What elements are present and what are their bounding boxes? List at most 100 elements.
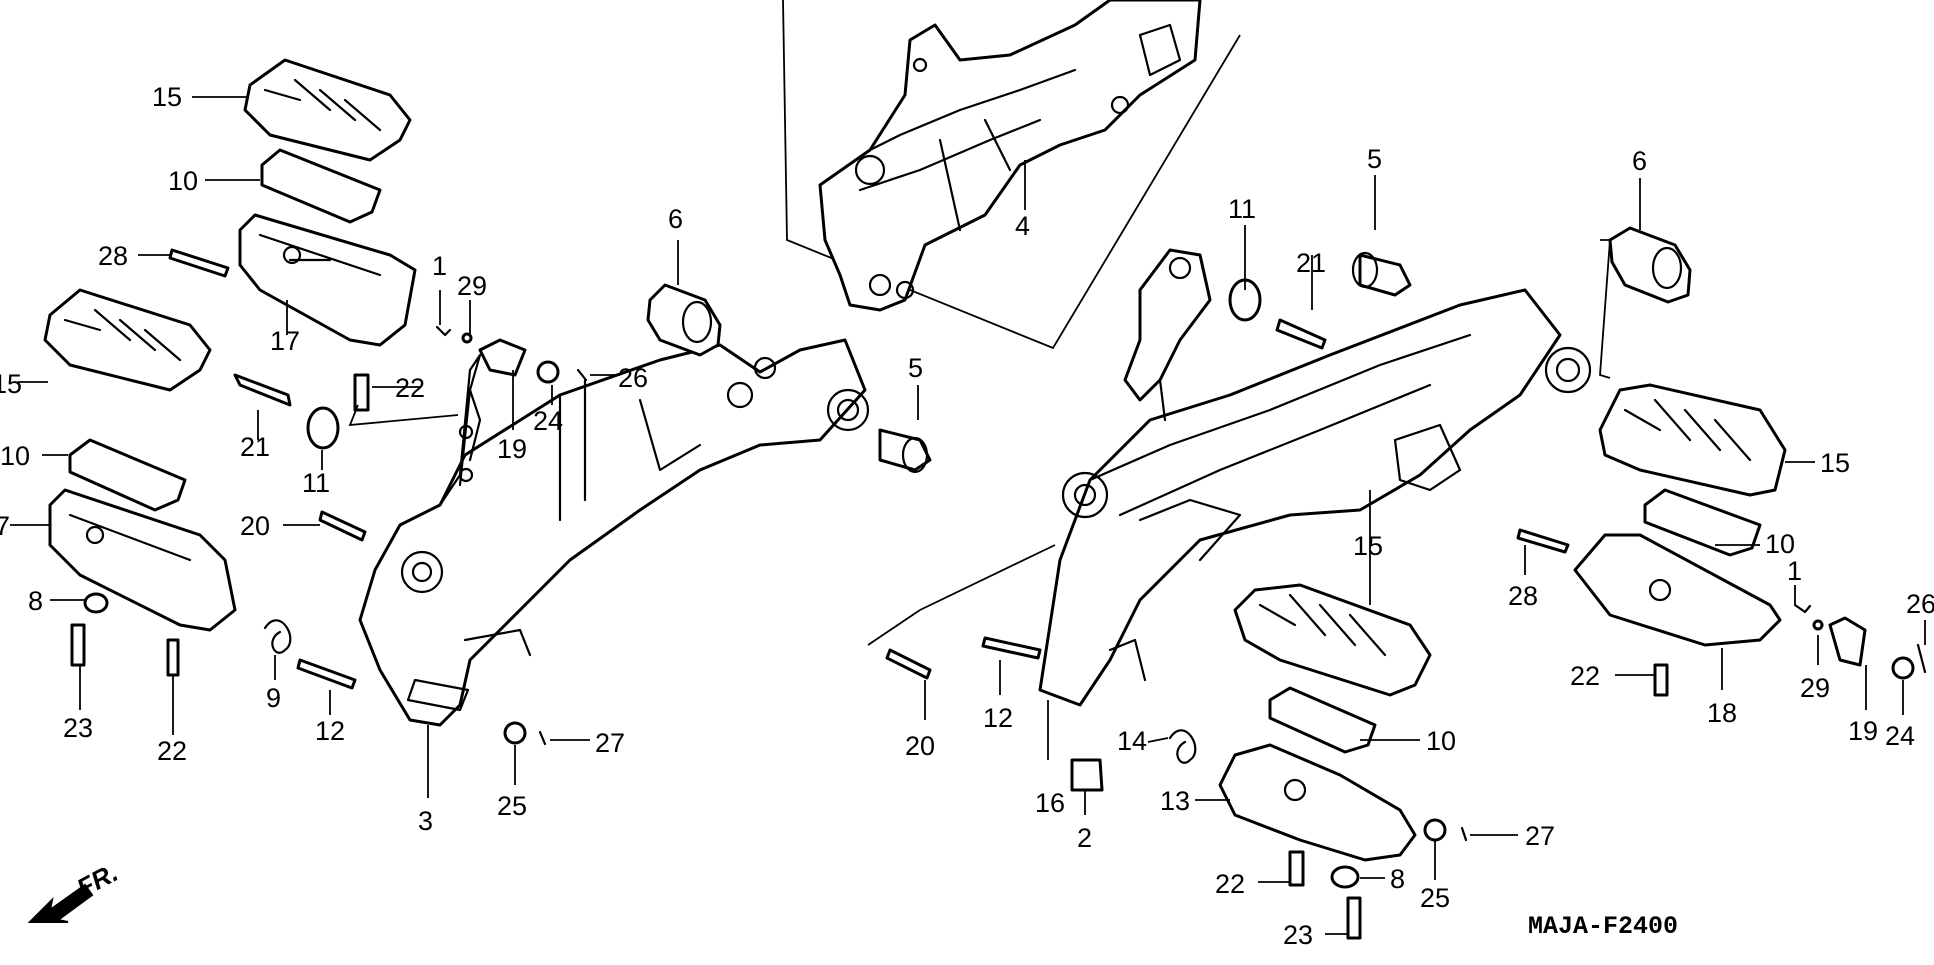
callout-28: 28: [1508, 581, 1538, 611]
collar-part-8-right[interactable]: [1330, 865, 1360, 889]
callout-14: 14: [1117, 726, 1147, 756]
footpeg-holder-part-17[interactable]: [238, 213, 417, 347]
spring-part-1-right[interactable]: [1793, 603, 1812, 614]
callout-11: 11: [302, 468, 330, 498]
bolt-part-20-right[interactable]: [885, 648, 932, 680]
callout-27: 27: [1525, 821, 1555, 851]
grommet-part-11-left[interactable]: [306, 406, 340, 450]
callout-2: 2: [1077, 823, 1092, 853]
pin-part-27-right[interactable]: [1460, 826, 1468, 842]
footpeg-rubber-part-15-b[interactable]: [43, 288, 212, 392]
callout-3: 3: [418, 806, 433, 836]
callout-26: 26: [1906, 589, 1934, 619]
plate-part-19-left[interactable]: [478, 338, 527, 377]
bolt-part-28-left[interactable]: [168, 248, 230, 278]
callout-17: 17: [270, 326, 300, 356]
collar-part-8-left[interactable]: [83, 592, 109, 614]
callout-7: 7: [0, 511, 10, 541]
arrow-icon: [27, 883, 94, 923]
callout-22: 22: [157, 736, 187, 766]
pad-plate-part-10-a[interactable]: [260, 148, 382, 224]
callout-20: 20: [905, 731, 935, 761]
ball-part-29-left[interactable]: [461, 332, 473, 344]
bolt-part-22-left-b[interactable]: [166, 638, 180, 677]
callout-26: 26: [618, 363, 648, 393]
footpeg-holder-part-18[interactable]: [1573, 533, 1782, 647]
callout-24: 24: [1885, 721, 1915, 751]
bolt-part-21-left[interactable]: [233, 373, 292, 407]
bolt-part-22-right-b[interactable]: [1288, 850, 1305, 887]
plate-part-19-right[interactable]: [1828, 616, 1867, 667]
washer-part-24-left[interactable]: [536, 360, 560, 384]
callout-23: 23: [1283, 920, 1313, 950]
pin-part-26-right[interactable]: [1916, 643, 1927, 674]
pad-plate-part-10-b[interactable]: [68, 438, 187, 512]
rubber-part-2[interactable]: [1070, 758, 1104, 792]
callout-15: 15: [0, 369, 22, 399]
callout-4: 4: [1015, 211, 1030, 241]
spring-part-14[interactable]: [1168, 729, 1197, 764]
spring-part-1-left[interactable]: [435, 325, 452, 337]
callout-1: 1: [1787, 556, 1802, 586]
pin-part-27-left[interactable]: [538, 730, 547, 746]
callout-10: 10: [1426, 726, 1456, 756]
callout-11: 11: [1228, 194, 1256, 224]
callout-25: 25: [1420, 883, 1450, 913]
callout-8: 8: [1390, 864, 1405, 894]
washer-part-24-right[interactable]: [1891, 656, 1915, 680]
footpeg-rubber-part-15-c[interactable]: [1598, 383, 1787, 497]
callout-10: 10: [168, 166, 198, 196]
pad-plate-part-10-c[interactable]: [1643, 488, 1762, 557]
collar-part-5-left[interactable]: [878, 428, 932, 474]
bolt-part-23-left[interactable]: [70, 623, 86, 667]
callout-21: 21: [240, 432, 270, 462]
callout-25: 25: [497, 791, 527, 821]
callout-28: 28: [98, 241, 128, 271]
footpeg-rubber-part-15-d[interactable]: [1233, 583, 1432, 697]
footpeg-holder-part-13[interactable]: [1218, 743, 1417, 862]
callout-27: 27: [595, 728, 625, 758]
pad-plate-part-10-d[interactable]: [1268, 686, 1377, 754]
bolt-part-12-left[interactable]: [296, 658, 357, 690]
callout-5: 5: [1367, 144, 1382, 174]
footpeg-rubber-part-15-a[interactable]: [243, 58, 412, 162]
bushing-part-6-right[interactable]: [1608, 226, 1692, 304]
washer-part-25-right[interactable]: [1423, 818, 1447, 842]
ball-part-29-right[interactable]: [1812, 619, 1824, 631]
step-holder-part-16[interactable]: [1038, 248, 1592, 760]
bolt-part-21-right[interactable]: [1275, 318, 1327, 350]
washer-part-25-left[interactable]: [503, 721, 527, 745]
step-holder-part-4[interactable]: [818, 0, 1202, 312]
callout-29: 29: [1800, 673, 1830, 703]
spring-part-9[interactable]: [263, 619, 292, 654]
bushing-part-6-left[interactable]: [646, 283, 722, 357]
bolt-part-22-left-a[interactable]: [353, 373, 370, 412]
step-holder-part-3[interactable]: [358, 338, 870, 798]
callout-19: 19: [1848, 716, 1878, 746]
callout-18: 18: [1707, 698, 1737, 728]
callout-labels: 15 10 28 1 29 17 6 15 22 26 10 21 11 19 …: [0, 82, 1934, 950]
leader-lines: [10, 96, 1926, 935]
callout-9: 9: [266, 683, 281, 713]
callout-15: 15: [152, 82, 182, 112]
callout-22: 22: [1570, 661, 1600, 691]
callout-6: 6: [668, 204, 683, 234]
callout-24: 24: [533, 406, 563, 436]
callout-15: 15: [1820, 448, 1850, 478]
bolt-part-28-right[interactable]: [1516, 528, 1570, 554]
collar-part-5-right[interactable]: [1351, 251, 1412, 297]
callout-20: 20: [240, 511, 270, 541]
callout-22: 22: [1215, 869, 1245, 899]
callout-22: 22: [395, 373, 425, 403]
front-direction-arrow: FR.: [27, 857, 123, 923]
callout-6: 6: [1632, 146, 1647, 176]
bolt-part-23-right[interactable]: [1346, 896, 1362, 940]
diagram-code: MAJA-F2400: [1528, 912, 1678, 941]
bolt-part-22-right-a[interactable]: [1653, 663, 1669, 697]
footpeg-holder-part-7[interactable]: [48, 488, 237, 632]
pin-part-26-left[interactable]: [576, 368, 588, 382]
inset-frame: [782, 0, 1241, 350]
bolt-part-20-left[interactable]: [318, 510, 367, 542]
bolt-part-12-right[interactable]: [981, 636, 1042, 660]
